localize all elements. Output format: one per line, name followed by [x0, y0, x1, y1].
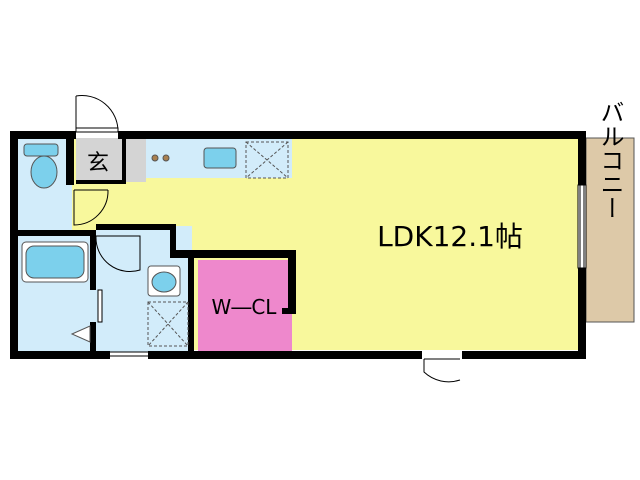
fridge-space-icon [245, 141, 289, 179]
ldk-label: LDK12.1帖 [377, 220, 523, 253]
sink-icon [203, 147, 237, 169]
doors [73, 95, 587, 383]
wcl-label: W―CL [212, 295, 278, 319]
laundry-space-icon [147, 301, 189, 347]
entrance-label: 玄 [87, 151, 109, 176]
entrance-floor [76, 138, 146, 182]
arrow-icon [70, 325, 91, 343]
walls [10, 131, 586, 359]
balcony [585, 137, 635, 323]
balcony-label: バルコニー [596, 100, 624, 220]
toilet-icon [23, 143, 59, 189]
washbasin-icon [147, 265, 181, 297]
walk-in-closet [198, 260, 292, 352]
stove-icon [151, 154, 170, 162]
bathtub-icon [21, 241, 89, 283]
